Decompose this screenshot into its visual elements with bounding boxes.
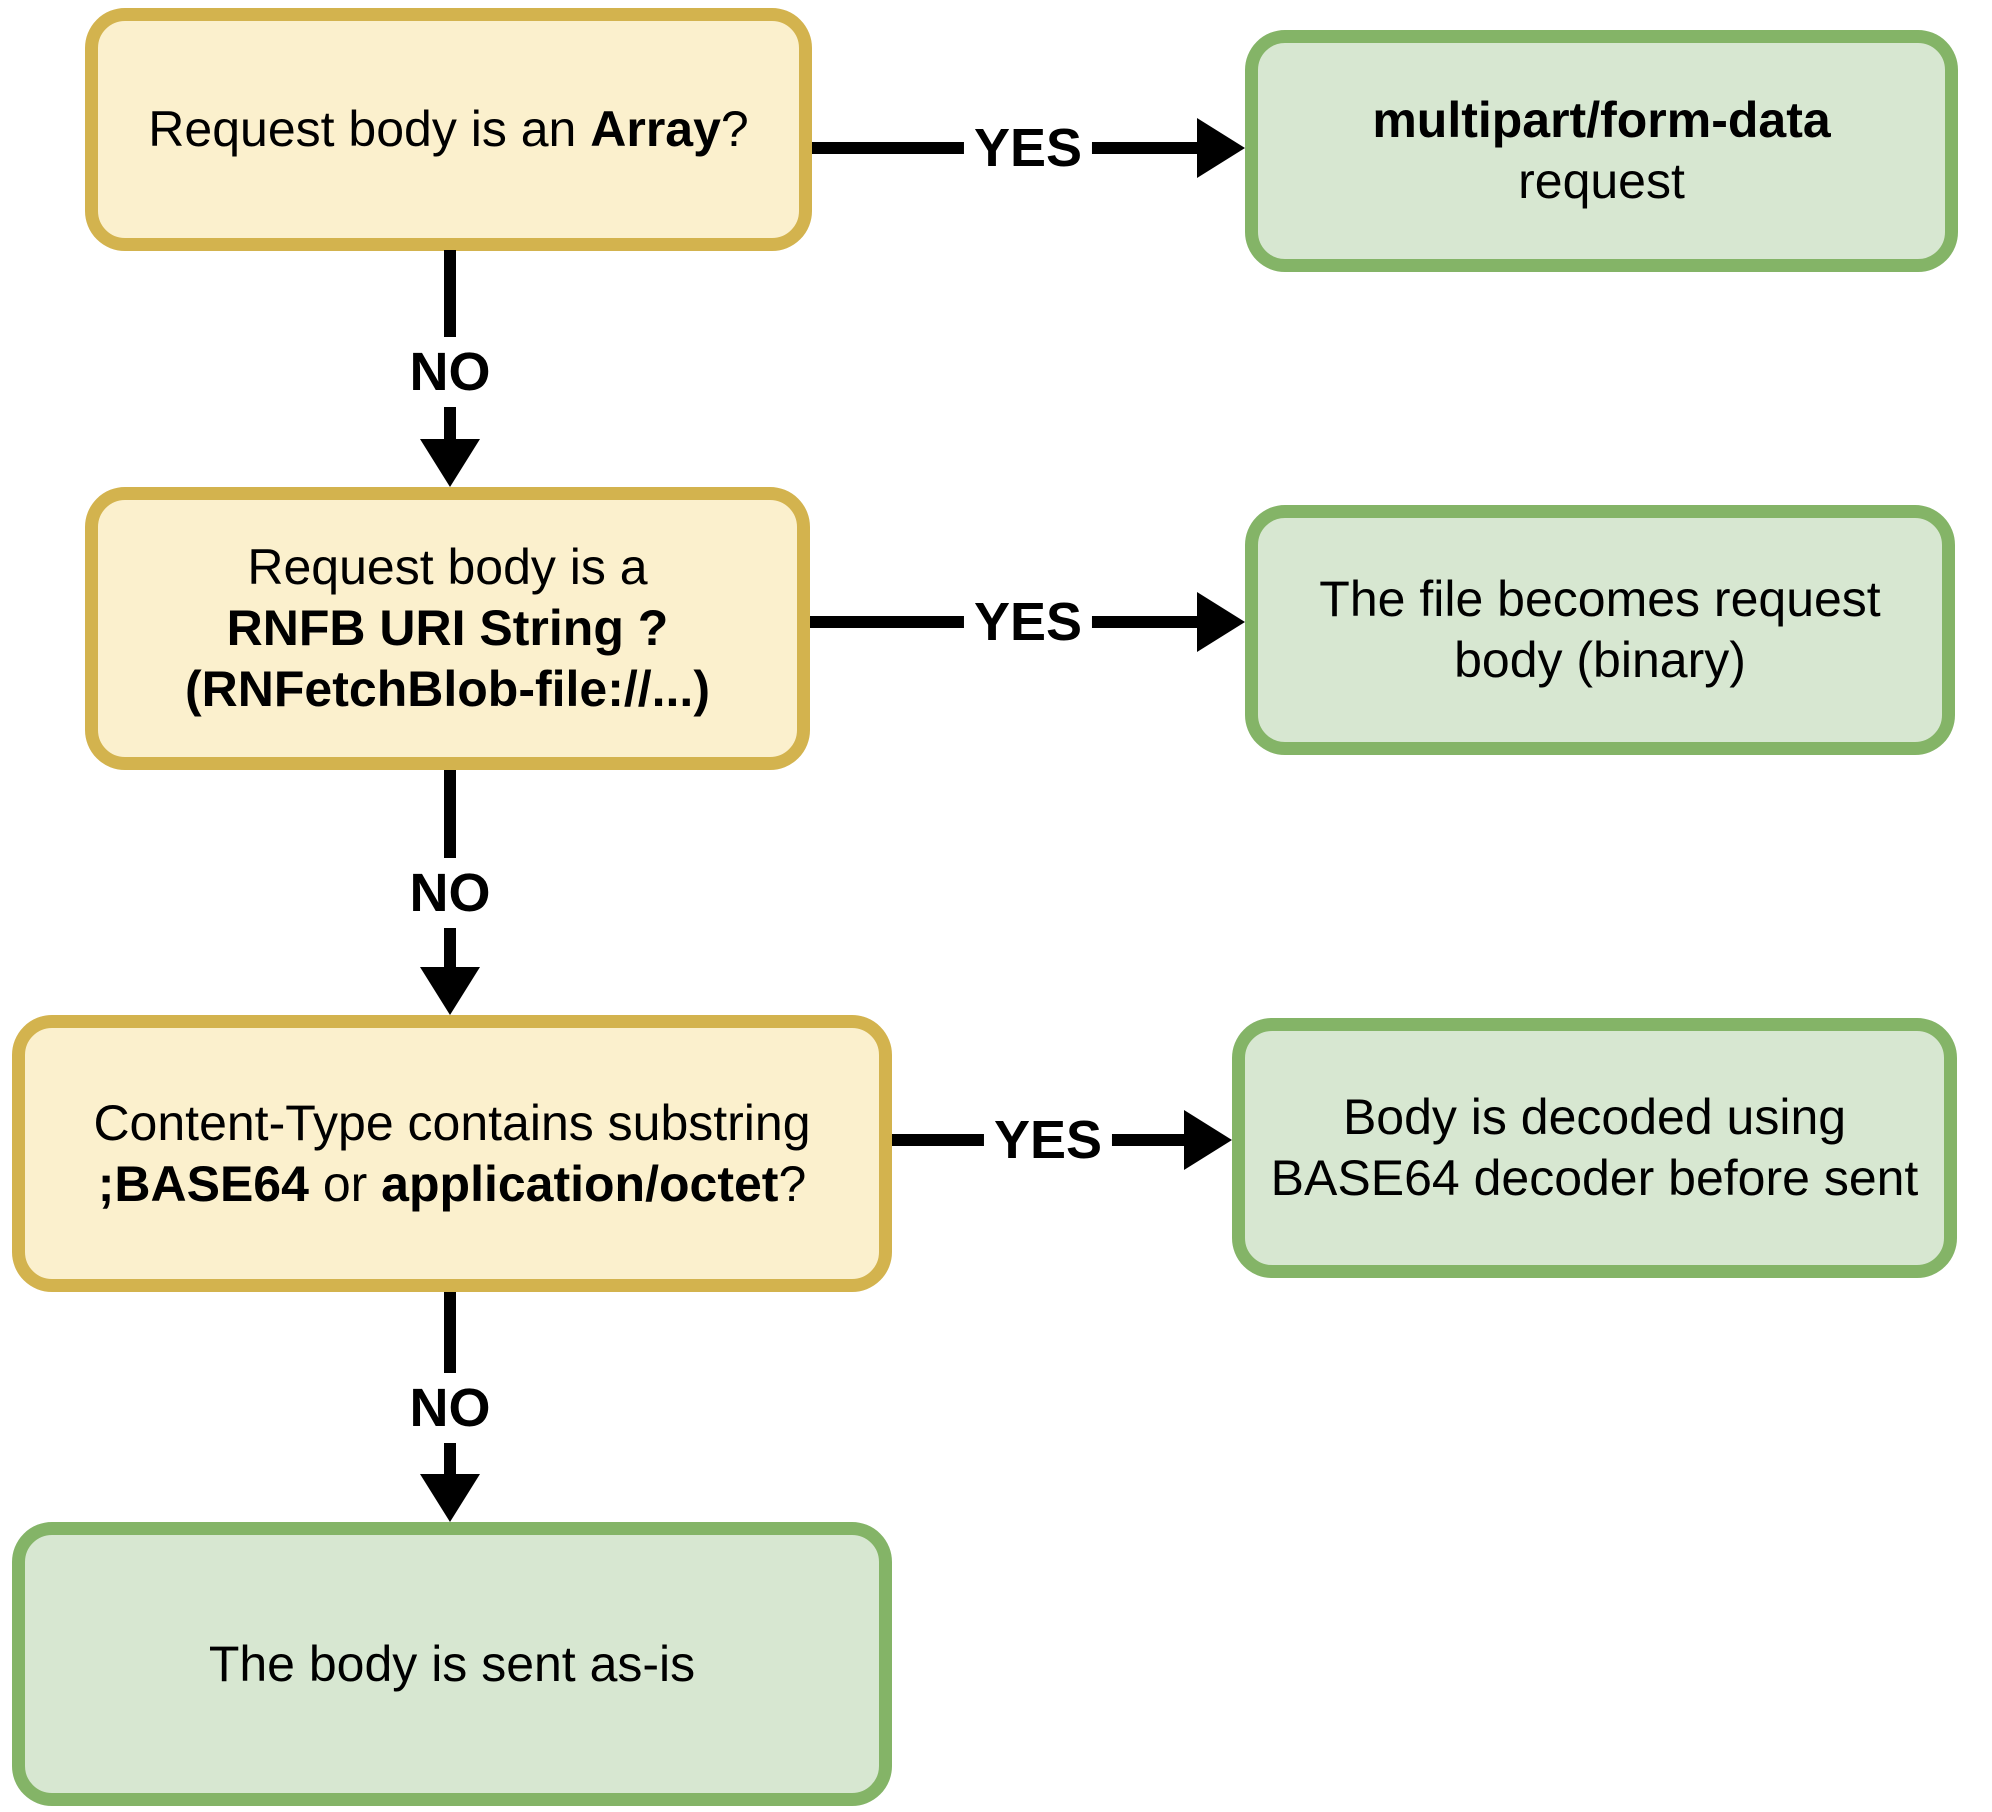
text-segment: Array xyxy=(590,101,721,157)
arrow-head-yes-1 xyxy=(1197,118,1245,178)
arrow-head-no-3 xyxy=(420,1474,480,1522)
decision-content-type-substring: Content-Type contains substring ;BASE64 … xyxy=(12,1015,892,1292)
node-text-line: body (binary) xyxy=(1454,630,1746,691)
text-segment: Body is decoded using xyxy=(1342,1089,1847,1145)
node-text-line: RNFB URI String ? xyxy=(227,598,669,659)
text-segment: Request body is a xyxy=(247,539,648,595)
text-segment: ? xyxy=(720,101,749,157)
text-segment: RNFB URI String ? xyxy=(226,600,669,656)
node-text-line: multipart/form-data xyxy=(1372,90,1830,151)
arrow-head-yes-2 xyxy=(1197,592,1245,652)
text-segment: Content-Type contains substring xyxy=(93,1094,811,1151)
node-text-line: Request body is an Array? xyxy=(148,99,748,160)
text-segment: application/octet xyxy=(381,1155,779,1212)
text-segment: The file becomes request xyxy=(1319,571,1881,627)
decision-rnfb-uri-string: Request body is a RNFB URI String ? (RNF… xyxy=(85,487,810,770)
text-segment: ? xyxy=(778,1155,807,1212)
text-segment: BASE64 decoder before sent xyxy=(1270,1150,1919,1206)
edge-label-no-3: NO xyxy=(399,1373,501,1443)
arrow-head-no-1 xyxy=(420,439,480,487)
text-segment: multipart/form-data xyxy=(1372,92,1831,148)
result-body-sent-as-is: The body is sent as-is xyxy=(12,1522,892,1806)
edge-label-no-1: NO xyxy=(399,337,501,407)
node-text-line: The file becomes request xyxy=(1319,569,1880,630)
node-text-line: Body is decoded using xyxy=(1343,1087,1846,1148)
text-segment: body (binary) xyxy=(1454,632,1746,688)
edge-label-yes-2: YES xyxy=(963,587,1093,657)
result-base64-decoded: Body is decoded using BASE64 decoder bef… xyxy=(1232,1018,1957,1278)
node-text-line: Request body is a xyxy=(247,537,647,598)
result-file-becomes-body: The file becomes request body (binary) xyxy=(1245,505,1955,755)
arrow-head-yes-3 xyxy=(1184,1110,1232,1170)
arrow-head-no-2 xyxy=(420,967,480,1015)
node-text-line: BASE64 decoder before sent xyxy=(1271,1148,1919,1209)
text-segment: or xyxy=(308,1155,382,1212)
edge-label-no-2: NO xyxy=(399,858,501,928)
text-segment: The body is sent as-is xyxy=(208,1635,696,1692)
text-segment: Request body is an xyxy=(148,101,591,157)
text-segment: ;BASE64 xyxy=(97,1155,309,1212)
text-segment: (RNFetchBlob-file://...) xyxy=(185,661,710,717)
result-multipart-form-data: multipart/form-data request xyxy=(1245,30,1958,272)
edge-label-yes-1: YES xyxy=(963,113,1093,183)
node-text-line: (RNFetchBlob-file://...) xyxy=(185,659,710,720)
node-text-line: ;BASE64 or application/octet? xyxy=(98,1154,807,1215)
edge-label-yes-3: YES xyxy=(983,1105,1113,1175)
node-text-line: Content-Type contains substring xyxy=(93,1093,810,1154)
text-segment: request xyxy=(1518,153,1685,209)
node-text-line: The body is sent as-is xyxy=(209,1634,695,1695)
node-text-line: request xyxy=(1518,151,1685,212)
decision-request-body-array: Request body is an Array? xyxy=(85,8,812,251)
